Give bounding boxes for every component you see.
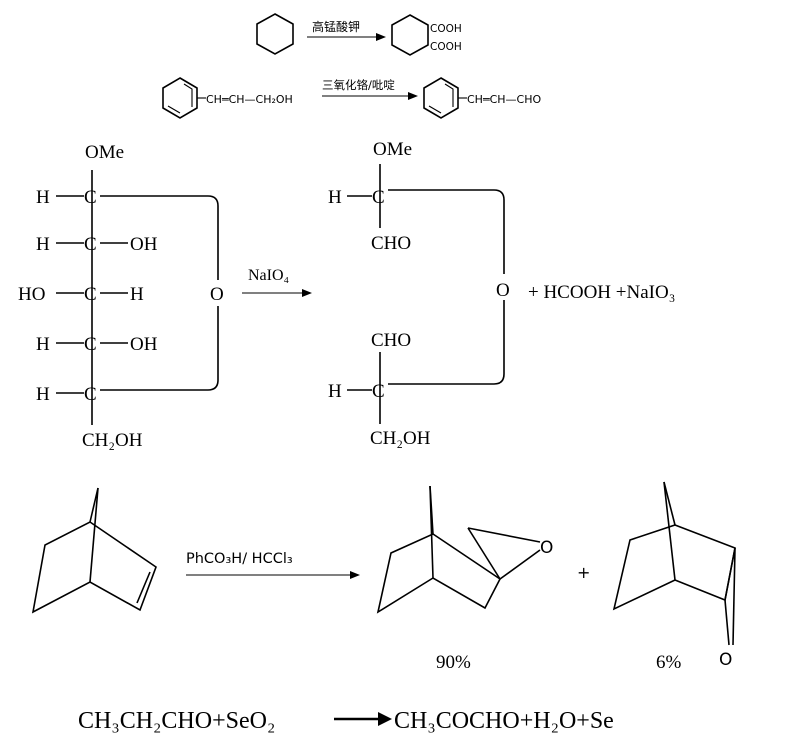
reaction-4-plus: + [577, 563, 590, 582]
reactant-ch2oh: CH₂OH [82, 430, 143, 451]
benzene-ring-reactant-inner-2 [167, 105, 181, 114]
benzene-ring-product-inner-2 [428, 105, 442, 114]
reactant-r4-h: H [36, 334, 50, 355]
endo-epoxide-bridge-2 [663, 481, 676, 581]
benzene-ring-reactant-inner [183, 83, 193, 107]
reaction-3-arrowhead [302, 289, 312, 297]
endo-epoxide-bridge-1 [663, 481, 676, 526]
cyclohexane-diacid-ring [391, 14, 429, 56]
endo-epoxide-frame [612, 524, 736, 611]
reaction-4: PhCO₃H/ HCCl₃ O + O 90% 6% [31, 481, 736, 673]
benzene-ring-product [423, 77, 459, 119]
cooh-group-bottom: COOH [430, 41, 462, 53]
reactant-r5-h: H [36, 384, 50, 405]
reactant-r4-c: C [84, 334, 97, 355]
exo-epoxide-bridge-2 [429, 485, 434, 579]
reaction-5: CH₃CH₂CHO+SeO₂ CH₃COCHO+H₂O+Se [78, 708, 614, 734]
reactant-side-chain: CH═CH—CH₂OH [206, 93, 293, 106]
cooh-group-top: COOH [430, 23, 462, 35]
reaction-3: OMe H C H C OH HO C H H C OH H [18, 139, 675, 451]
reactant-ring-o: O [210, 284, 224, 305]
reactant-r4-oh: OH [130, 334, 158, 355]
reaction-1-arrowhead [376, 33, 386, 41]
product-ring-bracket [388, 189, 505, 385]
reactant-r5-c: C [84, 384, 97, 405]
exo-epoxide-frame [376, 533, 502, 614]
norbornene [31, 487, 157, 614]
exo-epoxide-o: O [540, 538, 553, 558]
exo-epoxide-co-1 [467, 527, 541, 543]
product-upper-c: C [372, 187, 385, 208]
reactant-r3-ho: HO [18, 284, 45, 305]
cyclohexane-ring [256, 13, 294, 55]
endo-epoxide-cc [724, 547, 736, 601]
reactant-r1-c: C [84, 187, 97, 208]
product-lower-c: C [372, 381, 385, 402]
benzene-ring-reactant [162, 77, 198, 119]
reaction-2: CH═CH—CH₂OH 三氧化铬/吡啶 CH═CH—CHO [162, 77, 541, 119]
reactant-r3-h: H [130, 284, 144, 305]
reaction-3-byproducts: + HCOOH +NaIO₃ [528, 282, 675, 303]
reaction-4-reagent: PhCO₃H/ HCCl₃ [186, 551, 293, 567]
endo-epoxide: O [612, 481, 736, 670]
product-ring-o: O [496, 280, 510, 301]
product-upper-h: H [328, 187, 342, 208]
exo-epoxide-cc [467, 527, 501, 580]
reaction-2-reagent: 三氧化铬/吡啶 [322, 78, 395, 92]
endo-epoxide-co-2 [724, 599, 730, 646]
reactant-r2-oh: OH [130, 234, 158, 255]
reactant-r3-c: C [84, 284, 97, 305]
reaction-5-right: CH₃COCHO+H₂O+Se [394, 708, 614, 734]
reaction-5-left: CH₃CH₂CHO+SeO₂ [78, 708, 275, 734]
norbornene-bridge-1 [89, 487, 99, 523]
product-lower-h: H [328, 381, 342, 402]
product-ome: OMe [373, 139, 412, 160]
reactant-r2-c: C [84, 234, 97, 255]
product-lower-cho: CHO [371, 330, 411, 351]
benzene-ring-product-inner [444, 83, 454, 107]
product-side-chain: CH═CH—CHO [467, 93, 541, 106]
reactant-ome: OMe [85, 142, 124, 163]
reaction-4-arrowhead [350, 571, 360, 579]
yield-endo: 6% [656, 652, 682, 673]
reaction-3-reagent: NaIO₄ [248, 267, 290, 284]
product-fischer-projection: OMe H C CHO CHO H C CH₂OH O [328, 139, 510, 449]
product-ch2oh: CH₂OH [370, 428, 431, 449]
reaction-1-reagent: 高锰酸钾 [312, 19, 360, 34]
reactant-ring-bracket [100, 195, 219, 391]
product-upper-cho: CHO [371, 233, 411, 254]
endo-epoxide-o: O [719, 650, 732, 670]
exo-epoxide: O [376, 485, 553, 614]
reaction-2-arrowhead [408, 92, 418, 100]
yield-exo: 90% [436, 652, 471, 673]
reactant-fischer-projection: OMe H C H C OH HO C H H C OH H [18, 142, 224, 451]
reactant-r1-h: H [36, 187, 50, 208]
reaction-1: 高锰酸钾 COOH COOH [256, 13, 462, 56]
reactant-r2-h: H [36, 234, 50, 255]
endo-epoxide-co-1 [732, 547, 736, 646]
norbornene-double-bond [136, 571, 151, 604]
norbornene-bridge-2 [89, 487, 99, 583]
reaction-5-arrowhead [378, 712, 392, 726]
exo-epoxide-co-2 [499, 549, 541, 580]
